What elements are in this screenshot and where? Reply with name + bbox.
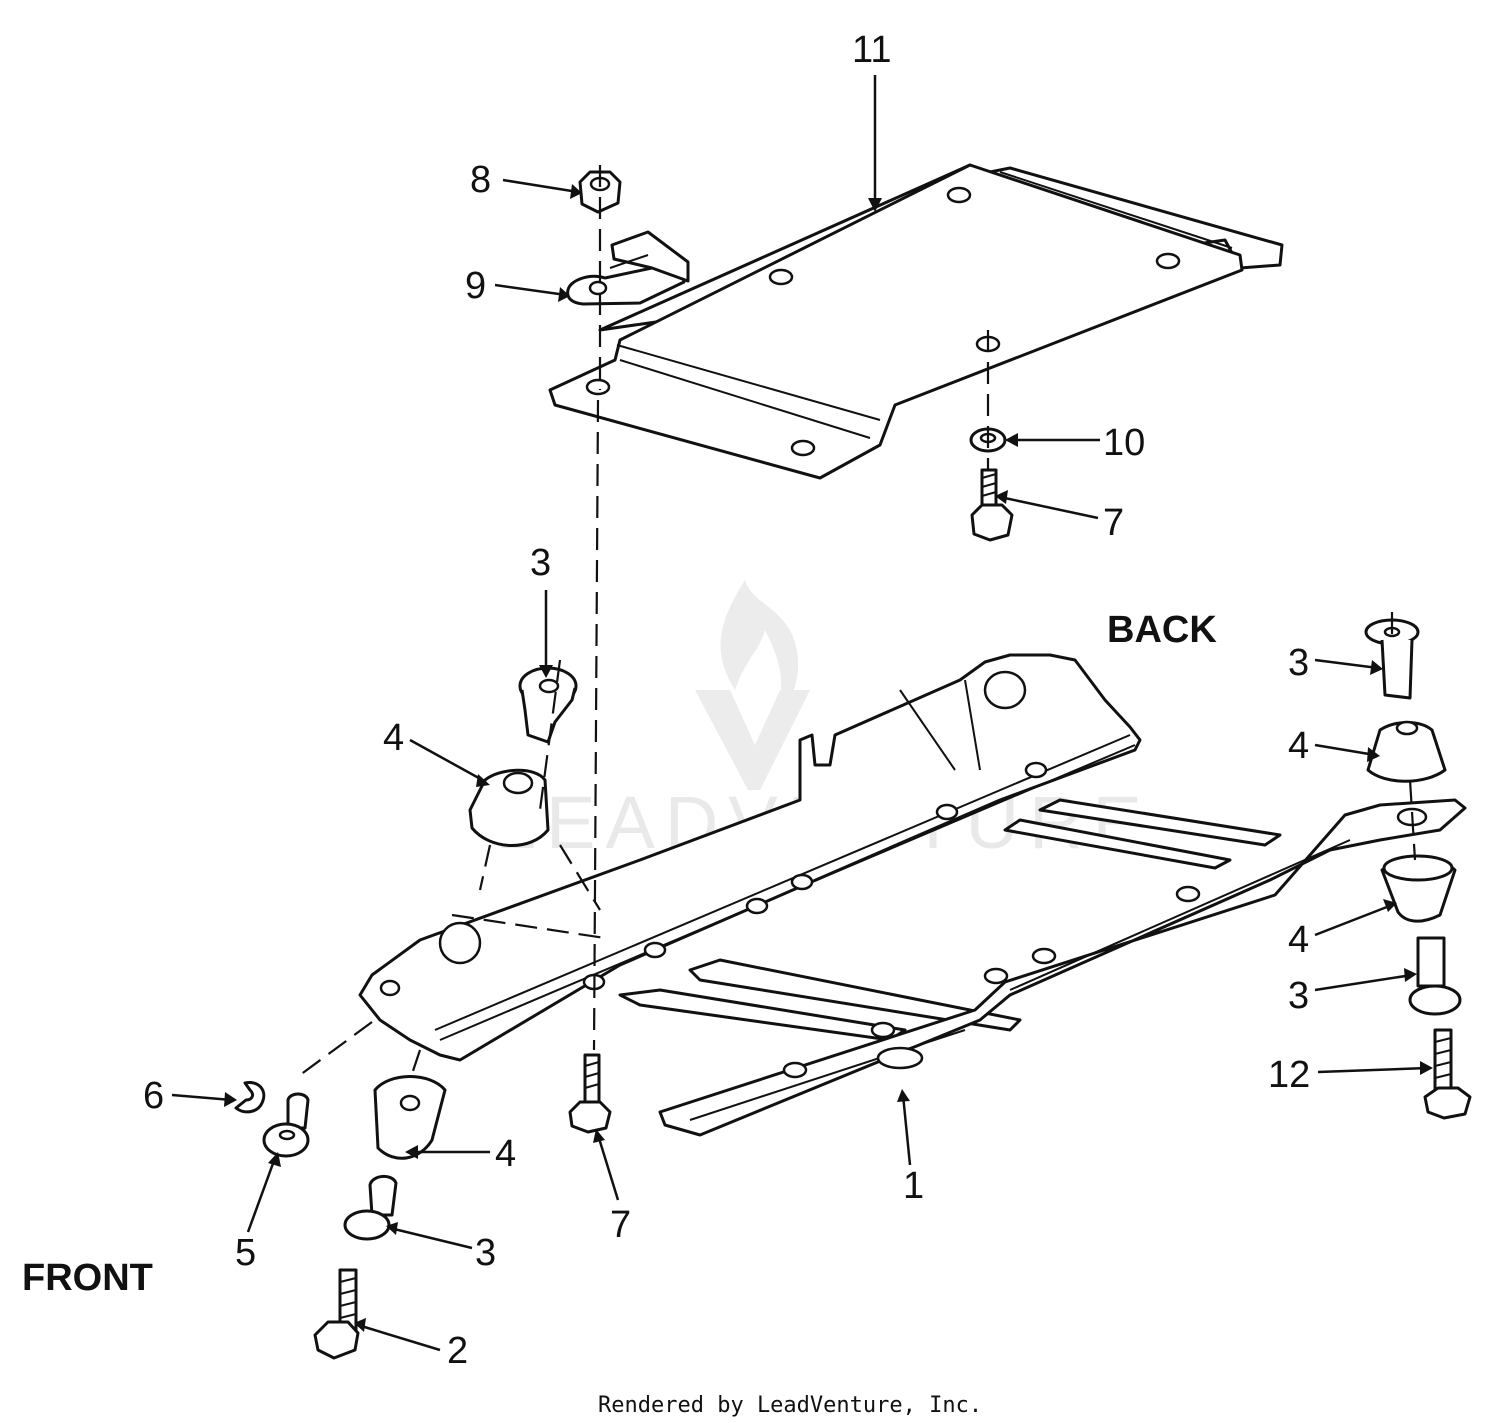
callout-11: 11 bbox=[852, 29, 891, 71]
callout-9: 9 bbox=[465, 265, 486, 307]
callout-8: 8 bbox=[470, 159, 491, 201]
part-4-right-lower-cone bbox=[1380, 854, 1457, 923]
part-3-right-upper-sleeve bbox=[1364, 618, 1420, 700]
callout-3-left: 3 bbox=[530, 542, 551, 584]
front-label: FRONT bbox=[22, 1257, 153, 1299]
part-4-left-cone bbox=[468, 768, 550, 847]
part-2-bolt bbox=[313, 1268, 360, 1360]
part-3-right-lower-sleeve bbox=[1408, 936, 1462, 1016]
part-5-pin bbox=[262, 1092, 310, 1158]
part-1-base-frame bbox=[358, 653, 1467, 1137]
callout-4-right-upper: 4 bbox=[1288, 725, 1309, 767]
part-3-front-sleeve bbox=[343, 1175, 398, 1241]
watermark-v-icon bbox=[695, 690, 810, 790]
part-3-left-sleeve bbox=[518, 666, 578, 744]
part-6-clip bbox=[234, 1080, 266, 1114]
part-4-right-upper-cone bbox=[1366, 720, 1447, 783]
callout-3-front: 3 bbox=[475, 1232, 496, 1274]
assembly-lines bbox=[299, 165, 1417, 1081]
part-11-upper-plate bbox=[548, 163, 1284, 480]
callout-3-right-lower: 3 bbox=[1288, 975, 1309, 1017]
callout-2: 2 bbox=[447, 1330, 468, 1372]
part-9-clip bbox=[566, 230, 690, 306]
callout-10: 10 bbox=[1103, 422, 1145, 464]
part-7-upper-bolt bbox=[970, 468, 1014, 542]
back-label: BACK bbox=[1107, 609, 1217, 651]
part-12-bolt bbox=[1423, 1028, 1472, 1120]
callout-12: 12 bbox=[1268, 1054, 1310, 1096]
callouts: 11 8 9 10 7 3 4 3 4 4 3 12 6 5 4 3 2 7 1 bbox=[143, 29, 1310, 1372]
callout-5: 5 bbox=[235, 1232, 256, 1274]
callout-4-front: 4 bbox=[495, 1133, 516, 1175]
leader-lines bbox=[171, 75, 1433, 1352]
callout-7-lower: 7 bbox=[610, 1204, 631, 1246]
callout-4-left-upper: 4 bbox=[383, 717, 404, 759]
footer-credit: Rendered by LeadVenture, Inc. bbox=[598, 1393, 982, 1418]
callout-4-right-lower: 4 bbox=[1288, 919, 1309, 961]
part-4-front-cone bbox=[373, 1075, 447, 1160]
watermark-flame-icon bbox=[720, 580, 799, 720]
callout-3-right-upper: 3 bbox=[1288, 642, 1309, 684]
callout-1: 1 bbox=[903, 1165, 924, 1207]
part-7-lower-bolt bbox=[568, 1053, 612, 1134]
callout-6: 6 bbox=[143, 1075, 164, 1117]
callout-7-upper: 7 bbox=[1103, 502, 1124, 544]
